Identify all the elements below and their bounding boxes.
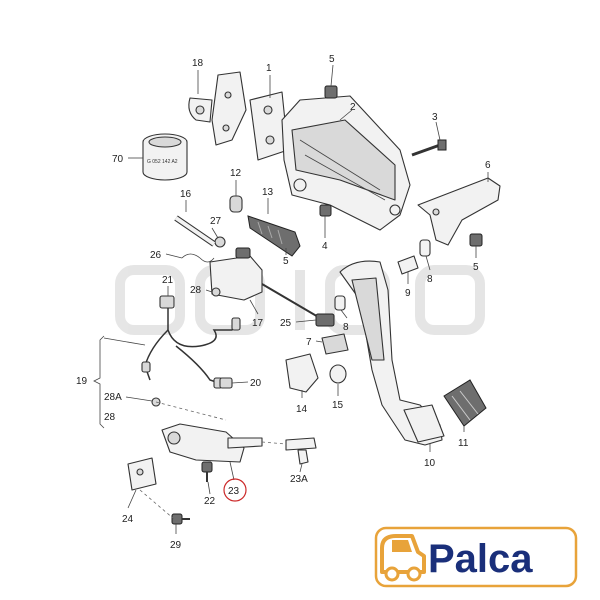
label-part-27: 27	[210, 216, 222, 227]
part-5-nut-top	[324, 85, 338, 99]
label-part-28b: 28	[104, 412, 116, 423]
part-bracket-plate	[211, 71, 247, 146]
label-part-17: 17	[252, 318, 264, 329]
part-stamp: G 052 142 A2	[147, 159, 178, 165]
part-1-bracket	[249, 91, 289, 161]
part-24-bracket	[127, 457, 157, 491]
part-19-hydraulic-line	[141, 308, 241, 389]
label-part-5c: 5	[473, 262, 479, 273]
label-part-23: 23	[228, 486, 240, 497]
part-28-seal	[211, 287, 221, 297]
assembly-guides	[139, 401, 287, 520]
part-22-bolt	[201, 461, 213, 482]
part-15-stop	[329, 364, 347, 384]
brand-logo: Palca	[374, 526, 578, 588]
label-part-21: 21	[162, 275, 174, 286]
part-7-switch	[321, 333, 349, 355]
part-8-bushing-lower	[334, 295, 346, 311]
brand-logo-text: Palca	[428, 537, 533, 581]
label-part-8a: 8	[427, 274, 433, 285]
part-6-support	[417, 177, 501, 246]
part-labels: 1 2 3 5 18 70 6 12 13 16 27 4 5 26 9 8 5…	[76, 54, 491, 551]
label-part-11: 11	[458, 438, 469, 449]
part-23a-tee-fitting	[285, 437, 317, 465]
label-part-6: 6	[485, 160, 491, 171]
label-part-28: 28	[190, 285, 202, 296]
label-part-10: 10	[424, 458, 436, 469]
label-part-13: 13	[262, 187, 274, 198]
leader-lines	[93, 64, 489, 534]
label-part-8b: 8	[343, 322, 349, 333]
label-part-18: 18	[192, 58, 204, 69]
part-20-clip	[219, 377, 233, 389]
label-part-28a: 28A	[104, 392, 122, 403]
part-16-hose	[174, 215, 216, 247]
label-part-7: 7	[306, 337, 312, 348]
part-29-bolt	[171, 513, 190, 525]
label-part-2: 2	[350, 102, 356, 113]
part-3-bolt	[411, 139, 447, 157]
label-part-23a: 23A	[290, 474, 308, 485]
label-part-22: 22	[204, 496, 216, 507]
label-part-70: 70	[112, 154, 124, 165]
label-part-15: 15	[332, 400, 344, 411]
part-26-clip	[181, 253, 215, 263]
part-70-sleeve: G 052 142 A2	[142, 133, 188, 181]
label-part-4: 4	[322, 241, 328, 252]
part-2-pedal-bracket	[281, 95, 411, 231]
part-23-slave-cylinder	[161, 423, 263, 463]
part-13-boot	[247, 215, 301, 257]
part-12-cap	[229, 195, 243, 213]
part-5-nut-right	[469, 233, 483, 247]
label-part-19: 19	[76, 376, 88, 387]
label-part-24: 24	[122, 514, 134, 525]
part-8-bushing-upper	[419, 239, 431, 257]
label-part-14: 14	[296, 404, 308, 415]
label-part-9: 9	[405, 288, 411, 299]
part-21-connector	[159, 295, 175, 309]
label-part-1: 1	[266, 63, 272, 74]
label-part-5: 5	[329, 54, 335, 65]
label-part-12: 12	[230, 168, 242, 179]
part-14-bracket	[285, 353, 319, 393]
label-part-29: 29	[170, 540, 182, 551]
label-part-5b: 5	[283, 256, 289, 267]
label-part-25: 25	[280, 318, 292, 329]
label-part-20: 20	[250, 378, 262, 389]
part-10-pedal	[339, 260, 445, 446]
delivery-truck-icon	[380, 534, 426, 582]
part-9-pin	[397, 255, 419, 275]
highlight-ring-23	[223, 478, 247, 502]
label-part-16: 16	[180, 189, 192, 200]
label-part-3: 3	[432, 112, 438, 123]
label-part-26: 26	[150, 250, 162, 261]
part-11-pedal-pad	[443, 379, 487, 427]
part-25-sensor	[315, 313, 335, 327]
part-18-clip	[188, 97, 213, 123]
part-27-ring	[214, 236, 226, 248]
part-4-nut	[319, 204, 332, 217]
